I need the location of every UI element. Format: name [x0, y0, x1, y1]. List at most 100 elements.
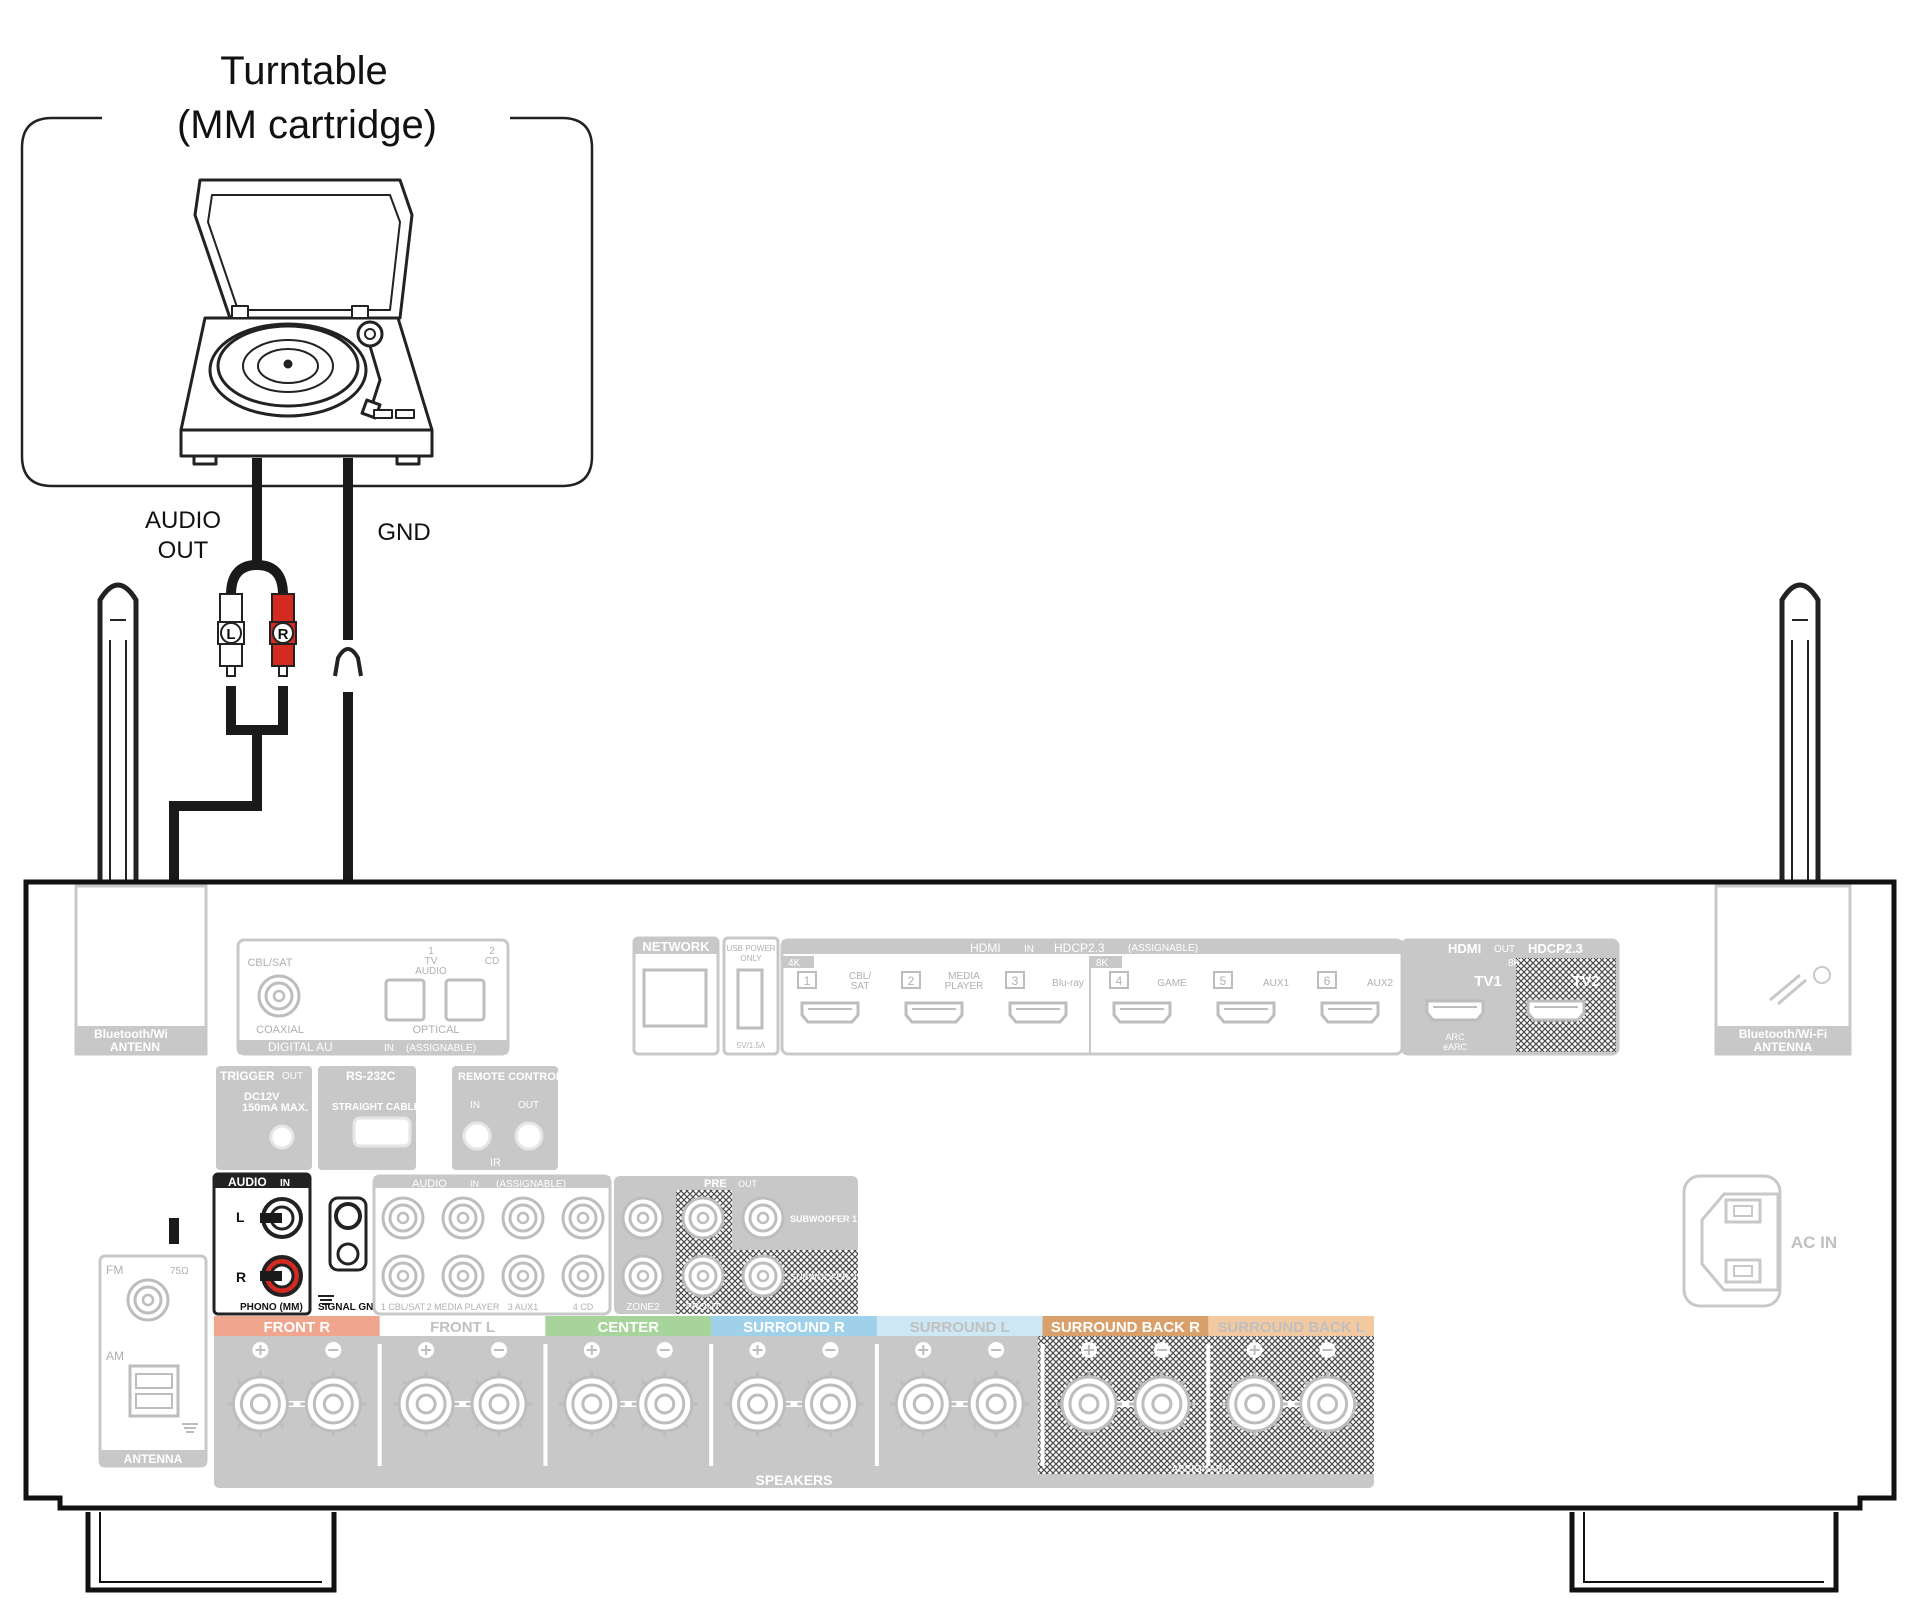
audio-in-phono-panel: AUDIO IN L R PHONO (MM) [212, 1172, 312, 1316]
remote-out-jack[interactable] [514, 1121, 544, 1151]
optical-1-jack[interactable] [384, 978, 426, 1022]
svg-text:(ASSIGNABLE): (ASSIGNABLE) [496, 1179, 566, 1190]
svg-text:COAXIAL: COAXIAL [256, 1024, 304, 1036]
hdmi-out-tv2-port[interactable] [1526, 999, 1586, 1022]
hdmi-in-number: 6 [1324, 974, 1331, 988]
usb-port[interactable] [736, 968, 764, 1030]
hdmi-in-num-box [1317, 971, 1337, 989]
hdmi-in-number: 3 [1012, 974, 1019, 988]
svg-text:FRONT: FRONT [686, 1302, 720, 1313]
svg-text:DIGITAL AU: DIGITAL AU [268, 1040, 333, 1054]
audio-in-jack-l[interactable] [561, 1196, 605, 1240]
hdmi-in-name: AUX2 [1367, 978, 1394, 989]
speaker-label: SURROUND BACK R [1051, 1319, 1200, 1336]
hdmi-in-num-box [797, 971, 817, 989]
audio-in-jack-l[interactable] [381, 1196, 425, 1240]
hdmi-in-port[interactable] [1216, 1001, 1276, 1024]
audio-out-label-2: OUT [158, 537, 209, 564]
gnd-label: GND [377, 519, 430, 546]
hdmi-in-port[interactable] [1112, 1001, 1172, 1024]
svg-text:IN: IN [280, 1178, 290, 1189]
antenna-right-icon [1779, 582, 1821, 960]
hdmi-in-port[interactable] [1008, 1001, 1068, 1024]
svg-text:CD: CD [485, 956, 499, 967]
turntable-subtitle: (MM cartridge) [177, 103, 437, 147]
speaker-label: CENTER [597, 1319, 659, 1336]
hdmi-in-port[interactable] [800, 1001, 860, 1024]
zone2-l-jack[interactable] [621, 1196, 665, 1240]
subwoofer-2-jack[interactable] [741, 1254, 785, 1298]
speaker-header [876, 1316, 1043, 1336]
front-pre-r-jack[interactable] [681, 1254, 725, 1298]
audio-in-jack-l[interactable] [441, 1196, 485, 1240]
hdmi-in-4: 4 GAME [1109, 971, 1187, 1024]
subwoofer-1-jack[interactable] [741, 1196, 785, 1240]
svg-text:REMOTE CONTROL: REMOTE CONTROL [458, 1071, 563, 1083]
speaker-group: FRONT R [214, 1316, 382, 1466]
trigger-out-jack[interactable] [269, 1124, 295, 1150]
ac-in-inlet[interactable] [1682, 1174, 1782, 1308]
ethernet-port[interactable] [642, 968, 708, 1028]
speaker-label: SURROUND L [910, 1319, 1010, 1336]
svg-text:SIGNAL GND: SIGNAL GND [318, 1302, 381, 1313]
remote-in-jack[interactable] [462, 1121, 492, 1151]
front-pre-l-jack[interactable] [681, 1196, 725, 1240]
svg-text:IN: IN [1024, 944, 1034, 955]
audio-in-jack-r[interactable] [381, 1254, 425, 1298]
svg-text:2: 2 [489, 946, 495, 957]
hdmi-in-name: GAME [1157, 978, 1187, 989]
svg-text:HDMI: HDMI [970, 941, 1001, 955]
svg-text:ANTENNA: ANTENNA [124, 1452, 183, 1466]
svg-text:5V/1.5A: 5V/1.5A [737, 1041, 766, 1050]
audio-in-jack-r[interactable] [561, 1254, 605, 1298]
speaker-header [1042, 1316, 1209, 1336]
hdmi-in-name: CBL/ [849, 971, 871, 982]
svg-text:ARC: ARC [1445, 1032, 1465, 1042]
zone2-r-jack[interactable] [621, 1254, 665, 1298]
hdmi-in-port[interactable] [1320, 1001, 1380, 1024]
pre-out-panel: PRE OUT SUBWOOFER 1 SUBWOOFER 2 ZONE2 FR… [614, 1176, 858, 1314]
hdmi-in-number: 4 [1116, 974, 1123, 988]
svg-text:NETWORK: NETWORK [642, 939, 710, 954]
speaker-header [1208, 1316, 1374, 1336]
audio-in-label: 2 MEDIA PLAYER [427, 1302, 500, 1312]
svg-text:IN: IN [470, 1100, 480, 1111]
svg-text:CBL/SAT: CBL/SAT [247, 957, 292, 969]
hdmi-in-num-box [1109, 971, 1129, 989]
svg-text:OUT: OUT [518, 1100, 539, 1111]
hdmi-in-num-box [1005, 971, 1025, 989]
rs232c-port[interactable] [352, 1116, 412, 1148]
rs232c-panel: RS-232C STRAIGHT CABLE [318, 1066, 421, 1170]
fm-jack[interactable] [126, 1278, 170, 1322]
svg-text:IN: IN [470, 1179, 479, 1189]
svg-text:OUT: OUT [1494, 944, 1515, 955]
speaker-header [379, 1316, 546, 1336]
svg-text:PRE: PRE [704, 1178, 727, 1190]
audio-in-jack-l[interactable] [501, 1196, 545, 1240]
network-panel: NETWORK [632, 936, 720, 1056]
svg-text:RS-232C: RS-232C [346, 1069, 396, 1083]
audio-in-jack-r[interactable] [501, 1254, 545, 1298]
speaker-label: SURROUND BACK L [1217, 1319, 1365, 1336]
audio-in-jack-r[interactable] [441, 1254, 485, 1298]
hdmi-in-port[interactable] [904, 1001, 964, 1024]
optical-2-jack[interactable] [444, 978, 486, 1022]
svg-text:1: 1 [428, 946, 434, 957]
speaker-group: SURROUND L [876, 1316, 1045, 1466]
turntable-icon [179, 178, 434, 466]
hdmi-in-number: 1 [804, 974, 811, 988]
hdmi-in-6: 6 AUX2 [1317, 971, 1394, 1024]
turntable-frame [20, 116, 594, 488]
svg-text:ONLY: ONLY [740, 954, 762, 963]
hdmi-out-tv1-port[interactable] [1425, 999, 1485, 1022]
coaxial-jack[interactable] [257, 974, 301, 1018]
signal-gnd-terminal[interactable]: SIGNAL GND [318, 1196, 381, 1313]
hdmi-in-num-box [1213, 971, 1233, 989]
svg-text:(ASSIGNABLE): (ASSIGNABLE) [406, 1043, 476, 1054]
